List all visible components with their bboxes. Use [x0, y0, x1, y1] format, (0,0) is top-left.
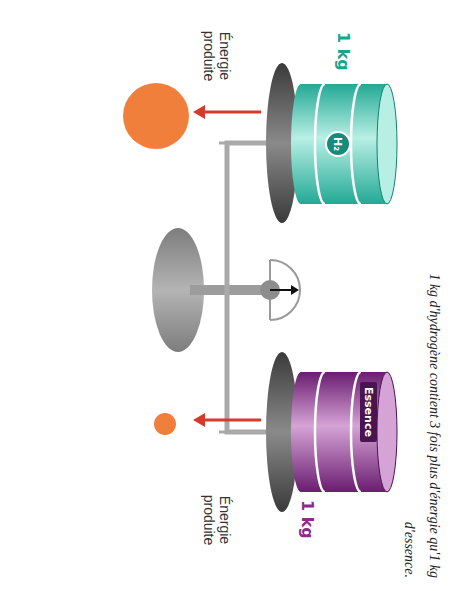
badge-text: H₂	[332, 137, 345, 151]
mass-label: 1 kg	[334, 32, 353, 71]
energy-arrow	[203, 111, 261, 114]
cylinder-band	[315, 84, 325, 204]
cylinder-band	[315, 372, 325, 492]
cylinder-top	[377, 84, 397, 204]
fuel-label: Essence	[360, 382, 377, 442]
cylinder-band	[351, 84, 361, 204]
scale-stem	[190, 285, 270, 295]
figure-caption: 1 kg d'hydrogène contient 3 fois plus d'…	[397, 272, 447, 578]
scale-needle	[270, 289, 293, 291]
cylinder-body	[291, 84, 387, 204]
cylinder-top	[377, 372, 397, 492]
energy-circle	[123, 83, 189, 149]
needle-head	[291, 285, 299, 295]
beam-joint	[219, 143, 227, 432]
arrow-head	[193, 413, 205, 427]
element-badge: H₂	[325, 131, 351, 157]
energy-circle	[154, 413, 176, 435]
scale-dial	[270, 260, 300, 320]
cylinder-shape	[291, 372, 397, 492]
energy-label: Énergie produite	[201, 10, 233, 102]
fuel-cylinder: 1 kgH₂	[291, 84, 397, 204]
cylinder-body	[291, 372, 387, 492]
arrow-head	[193, 105, 205, 119]
energy-label: Énergie produite	[201, 474, 233, 566]
mass-label: 1 kg	[298, 500, 317, 539]
energy-arrow	[203, 419, 261, 422]
fuel-cylinder: Essence1 kg	[291, 372, 397, 492]
